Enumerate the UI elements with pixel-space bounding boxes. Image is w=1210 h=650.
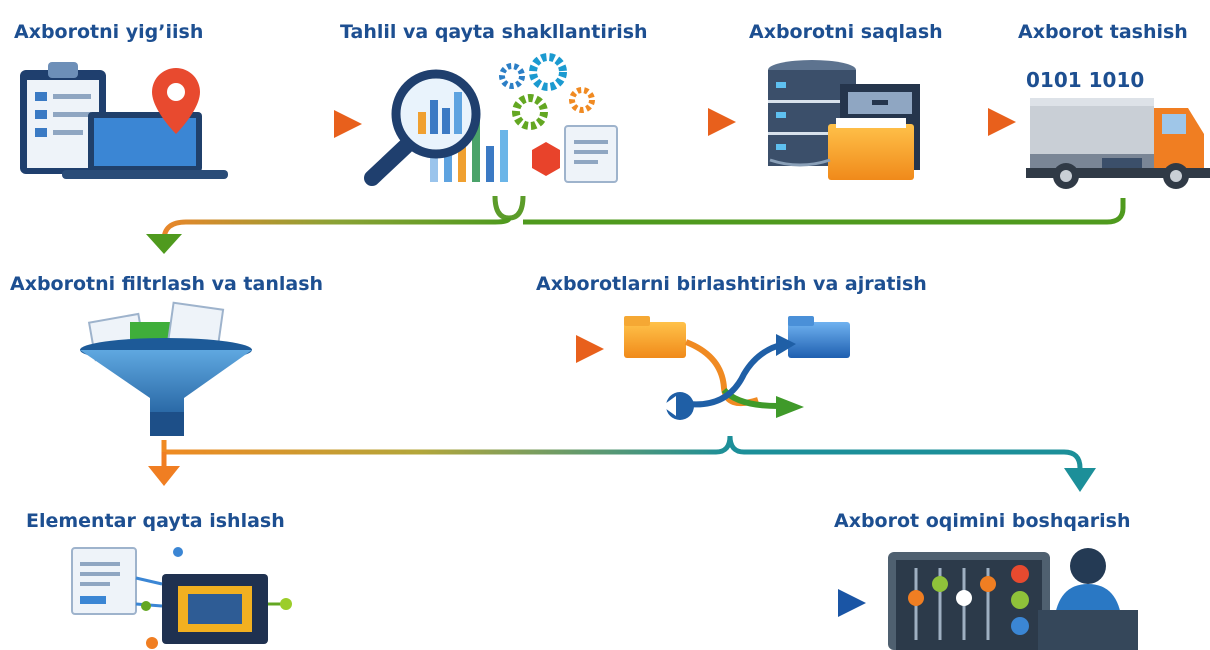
funnel-filter-icon: [80, 301, 252, 436]
bracket-arrow-to-filter: [146, 195, 1126, 254]
step-label-manage: Axborot oqimini boshqarish: [834, 510, 1131, 532]
arrow-collect-to-analyze: [234, 110, 362, 138]
step-label-merge: Axborotlarni birlashtirish va ajratish: [536, 273, 927, 295]
analysis-magnifier-icon: [364, 53, 618, 186]
step-label-analyze: Tahlil va qayta shakllantirish: [340, 21, 648, 43]
clipboard-laptop-icon: [20, 62, 228, 179]
binary-text: 0101 1010: [1026, 68, 1144, 92]
step-label-filter: Axborotni filtrlash va tanlash: [10, 273, 324, 295]
control-panel-operator-icon: [888, 548, 1138, 650]
truck-icon: 0101 1010: [1026, 68, 1210, 189]
arrow-filter-to-merge: [286, 335, 604, 363]
step-label-collect: Axborotni yig’iish: [14, 21, 204, 43]
step-label-process: Elementar qayta ishlash: [26, 510, 285, 532]
merge-split-icon: [624, 316, 850, 420]
bracket-arrow-row3: [148, 435, 1096, 492]
arrow-process-to-manage: [308, 589, 866, 617]
arrow-store-to-transport: [938, 108, 1016, 136]
server-storage-icon: [768, 60, 920, 180]
document-chip-icon: [71, 547, 292, 649]
step-label-transport: Axborot tashish: [1018, 21, 1188, 43]
step-label-store: Axborotni saqlash: [749, 21, 943, 43]
arrow-analyze-to-store: [627, 108, 736, 136]
